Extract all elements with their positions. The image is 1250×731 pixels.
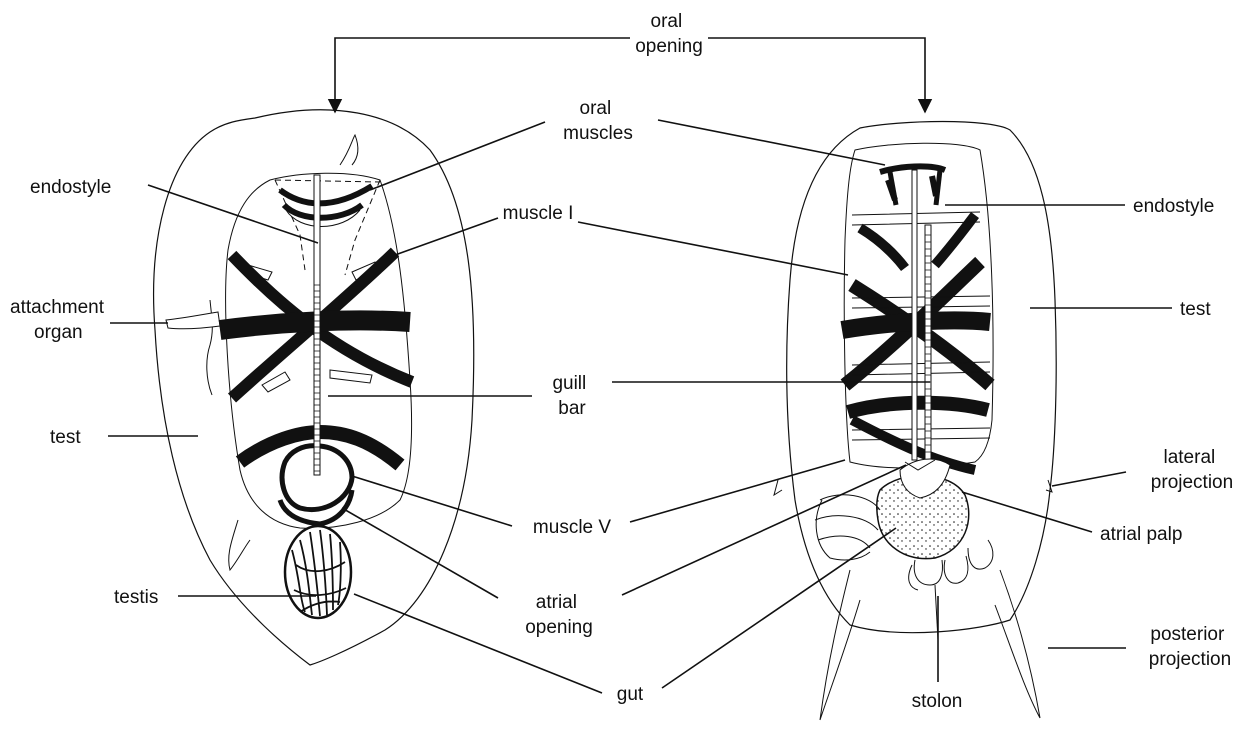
label-atrial-opening-l2: opening xyxy=(525,617,593,638)
left-slit-4 xyxy=(330,370,372,383)
label-oral-muscles: oral muscles xyxy=(563,98,633,144)
label-oral-opening: oral opening xyxy=(635,11,703,57)
oral-muscles-leader-right xyxy=(658,120,885,165)
right-lateral-projection-l xyxy=(774,480,782,495)
left-specimen xyxy=(154,110,474,665)
atrial-palp-leader xyxy=(962,492,1092,532)
labels: oral opening oral muscles endostyle endo… xyxy=(10,11,1233,712)
right-muscle-lower xyxy=(848,403,988,412)
left-oral-dash-top xyxy=(275,180,380,182)
label-muscle-v: muscle V xyxy=(533,517,611,538)
label-attachment-organ-l1: attachment xyxy=(10,297,105,318)
label-guill-bar: guill bar xyxy=(552,373,591,419)
oral-opening-bracket-right xyxy=(708,38,925,112)
label-testis: testis xyxy=(114,587,158,608)
label-test-right: test xyxy=(1180,299,1211,320)
label-posterior-projection-l2: projection xyxy=(1149,649,1231,670)
right-specimen xyxy=(774,122,1056,721)
left-endostyle-column xyxy=(314,175,320,475)
right-oral-pillar-r xyxy=(936,170,940,205)
muscle-i-leader-right xyxy=(578,222,848,275)
right-left-lobes xyxy=(815,495,880,560)
right-inner-body xyxy=(844,143,993,468)
label-stolon: stolon xyxy=(912,691,963,712)
label-test-left: test xyxy=(50,427,81,448)
label-guill-bar-l1: guill xyxy=(552,373,586,394)
lateral-projection-leader xyxy=(1052,472,1126,486)
right-endostyle-column xyxy=(912,170,917,460)
right-posterior-projection-r xyxy=(995,570,1040,718)
muscle-v-leader-right xyxy=(630,460,845,522)
label-endostyle-left: endostyle xyxy=(30,177,111,198)
oral-muscles-leader-left xyxy=(370,122,545,190)
label-lateral-projection-l1: lateral xyxy=(1163,447,1215,468)
label-posterior-projection-l1: posterior xyxy=(1150,624,1225,645)
atrial-opening-leader-left xyxy=(342,508,498,598)
muscle-v-leader-left xyxy=(352,476,512,526)
left-lower-fold xyxy=(229,520,250,570)
label-oral-opening-l2: opening xyxy=(635,36,703,57)
label-attachment-organ: attachment organ xyxy=(10,297,109,343)
label-muscle-i: muscle I xyxy=(503,203,574,224)
label-attachment-organ-l2: organ xyxy=(34,322,83,343)
label-oral-muscles-l1: oral xyxy=(580,98,612,119)
left-top-projection xyxy=(340,135,358,165)
left-oral-muscle-upper xyxy=(280,186,372,203)
label-posterior-projection: posterior projection xyxy=(1149,624,1231,670)
label-guill-bar-l2: bar xyxy=(558,398,586,419)
label-endostyle-right: endostyle xyxy=(1133,196,1214,217)
label-oral-muscles-l2: muscles xyxy=(563,123,633,144)
atrial-opening-leader-right xyxy=(622,465,906,595)
label-lateral-projection: lateral projection xyxy=(1151,447,1233,493)
left-oral-muscle-lower xyxy=(284,205,362,218)
left-attachment-organ xyxy=(166,312,220,329)
label-oral-opening-l1: oral xyxy=(651,11,683,32)
gut-leader-right xyxy=(662,528,896,688)
label-gut: gut xyxy=(617,684,644,705)
label-atrial-opening: atrial opening xyxy=(525,592,593,638)
label-lateral-projection-l2: projection xyxy=(1151,472,1233,493)
right-gill-column xyxy=(925,225,931,470)
right-band-upper-l xyxy=(860,228,905,268)
label-atrial-opening-l1: atrial xyxy=(536,592,577,613)
muscle-i-leader-left xyxy=(395,218,498,255)
label-atrial-palp: atrial palp xyxy=(1100,524,1182,545)
right-oral-pillar-l xyxy=(890,172,896,205)
